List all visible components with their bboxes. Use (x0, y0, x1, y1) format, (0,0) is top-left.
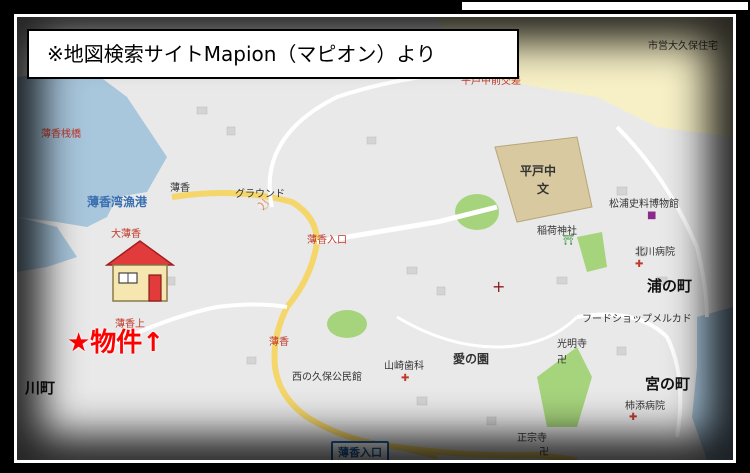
hospital-icon: ✚ (635, 259, 644, 270)
hospital-icon-2: ✚ (629, 412, 638, 423)
label-school-road: 平戸中前交差 (461, 76, 521, 87)
property-label: ★物件↑ (67, 328, 165, 358)
park-2 (327, 310, 367, 338)
temple-icon: 卍 (557, 355, 567, 366)
sea-left-lower (17, 217, 77, 272)
source-note: ※地図検索サイトMapion（マピオン）より (27, 29, 519, 79)
label-port-small: 薄香桟橋 (41, 129, 81, 140)
road-4 (396, 444, 438, 460)
ground-icon: ⚾ (257, 200, 270, 211)
park-3 (537, 347, 592, 427)
museum-icon: ■ (647, 210, 657, 221)
temple-icon-2: 卍 (539, 447, 549, 458)
label-inari-shrine: 稲荷神社 (537, 226, 577, 237)
label-usuka-kou: 薄香 (269, 337, 289, 348)
road-7 (106, 302, 288, 349)
label-bottom-iriguchi: 薄香入口 (331, 441, 389, 460)
label-miyanomachi: 宮の町 (645, 375, 691, 393)
label-museum: 松浦史料博物館 (609, 199, 679, 210)
label-kawamachi: 川町 (25, 379, 56, 397)
label-kitagawa-hospital: 北川病院 (635, 247, 675, 258)
school-block (494, 136, 593, 223)
park-4 (577, 232, 607, 272)
label-ground: グラウンド (235, 189, 285, 200)
road-6 (615, 125, 709, 318)
label-shoushuji: 正宗寺 (517, 433, 547, 444)
label-usuka-iriguchi: 薄香入口 (307, 235, 347, 246)
shrine-icon: ⛩ (562, 235, 575, 246)
label-koumyouji: 光明寺 (557, 339, 587, 350)
label-ainosono: 愛の園 (453, 352, 490, 366)
map-panel: + 薄香桟橋 薄香湾漁港 薄香 グラウンド ⚾ 薄香入口 大薄香 薄香上 薄香 … (14, 14, 736, 463)
label-school: 平戸中 (520, 164, 557, 178)
label-kakizoe-hospital: 柿添病院 (625, 401, 665, 412)
label-food-shop: フードショップメルカド (582, 314, 692, 325)
label-oosuka: 大薄香 (111, 229, 141, 240)
label-usuka-ue: 薄香上 (115, 319, 145, 330)
road-2 (316, 204, 498, 245)
church-icon: + (492, 277, 505, 296)
top-white-bar (460, 0, 750, 12)
road-5 (576, 312, 683, 438)
label-fishing-port: 薄香湾漁港 (87, 195, 148, 209)
sea-left (17, 67, 167, 227)
road-8 (396, 315, 579, 349)
school-icon: 文 (537, 182, 550, 196)
sea-right (692, 307, 733, 460)
label-nishi-kubo: 西の久保公民館 (292, 372, 362, 383)
label-okubo-housing: 市営大久保住宅 (648, 41, 718, 52)
buildings (166, 106, 668, 426)
label-usuka: 薄香 (170, 183, 190, 194)
label-uranomachi: 浦の町 (647, 277, 693, 295)
post-office-icon: ✚ (401, 373, 410, 384)
label-yamasaki-dental: 山崎歯科 (384, 361, 424, 372)
house-icon (105, 240, 175, 302)
